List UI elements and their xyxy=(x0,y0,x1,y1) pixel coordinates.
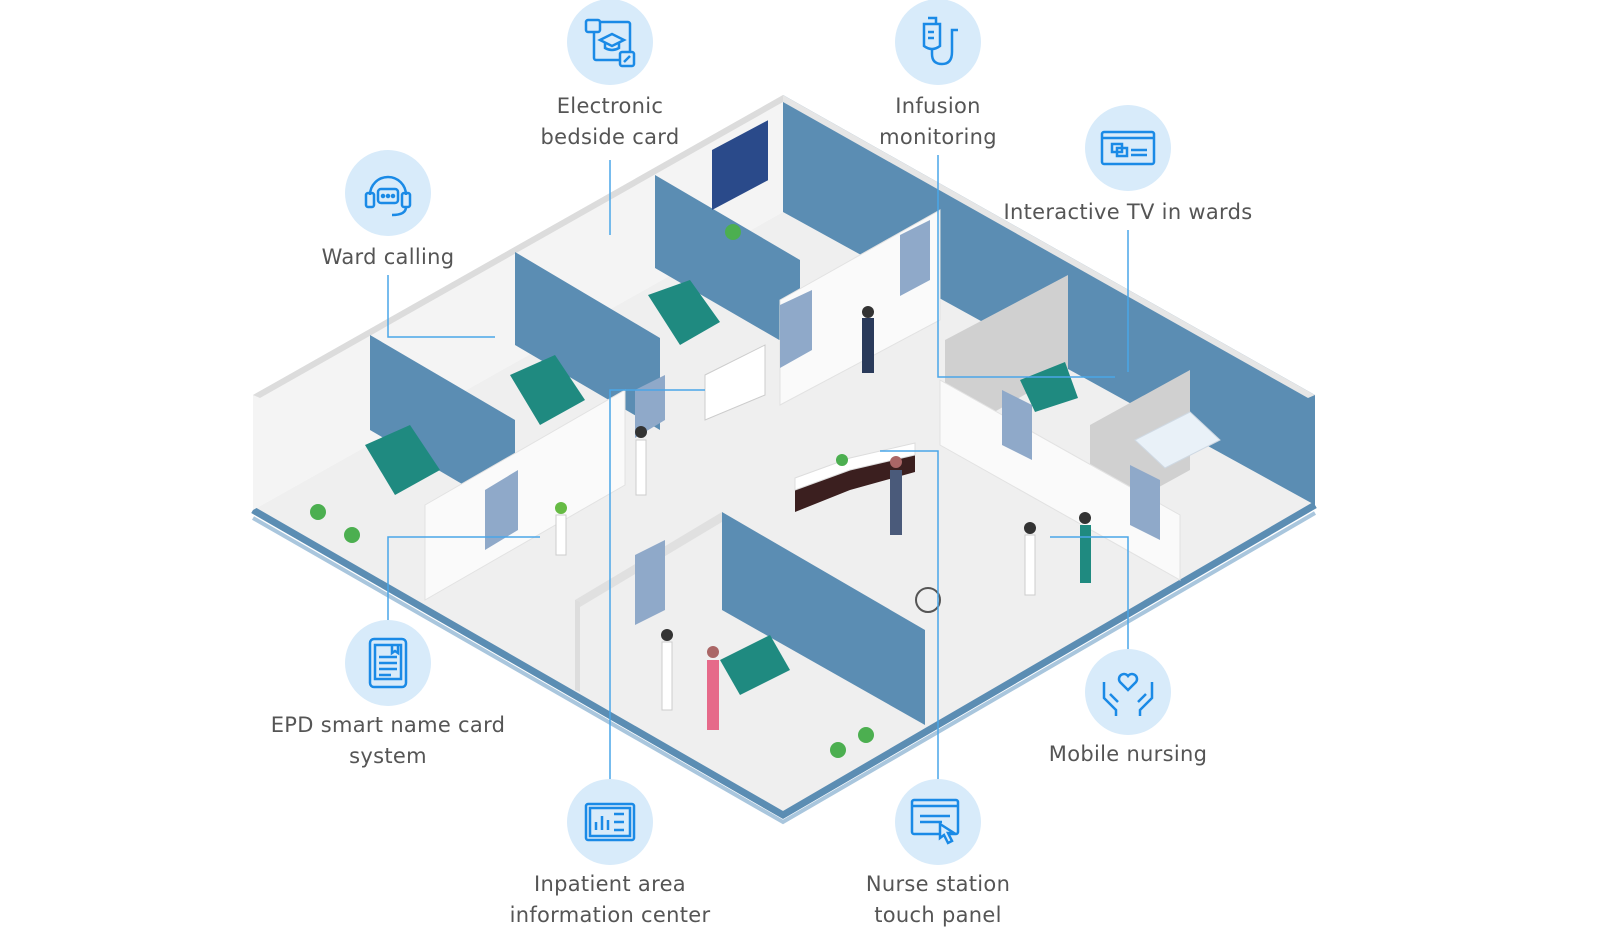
hands-heart-icon xyxy=(1085,649,1171,735)
beds xyxy=(365,280,1078,695)
ward-partitions xyxy=(370,175,1190,725)
plants xyxy=(310,224,874,758)
touch-panel-icon xyxy=(895,779,981,865)
document-tablet-icon xyxy=(345,620,431,706)
tv-screen-icon xyxy=(1085,105,1171,191)
feature-label-interactive-tv: Interactive TV in wards xyxy=(1003,200,1253,224)
wall-monitor xyxy=(712,120,768,210)
tablet-graduation-icon xyxy=(567,0,653,85)
people xyxy=(555,306,1091,730)
info-board xyxy=(704,344,766,421)
headset-chat-icon xyxy=(345,150,431,236)
feature-label-mobile-nursing: Mobile nursing xyxy=(1048,742,1208,766)
dashboard-chart-icon xyxy=(567,779,653,865)
connector-lines xyxy=(387,155,1129,780)
iv-drip-icon xyxy=(895,0,981,85)
nurse-station-desk xyxy=(795,455,915,512)
floor-edge xyxy=(251,501,1317,820)
feature-label-ward-calling: Ward calling xyxy=(321,245,455,269)
